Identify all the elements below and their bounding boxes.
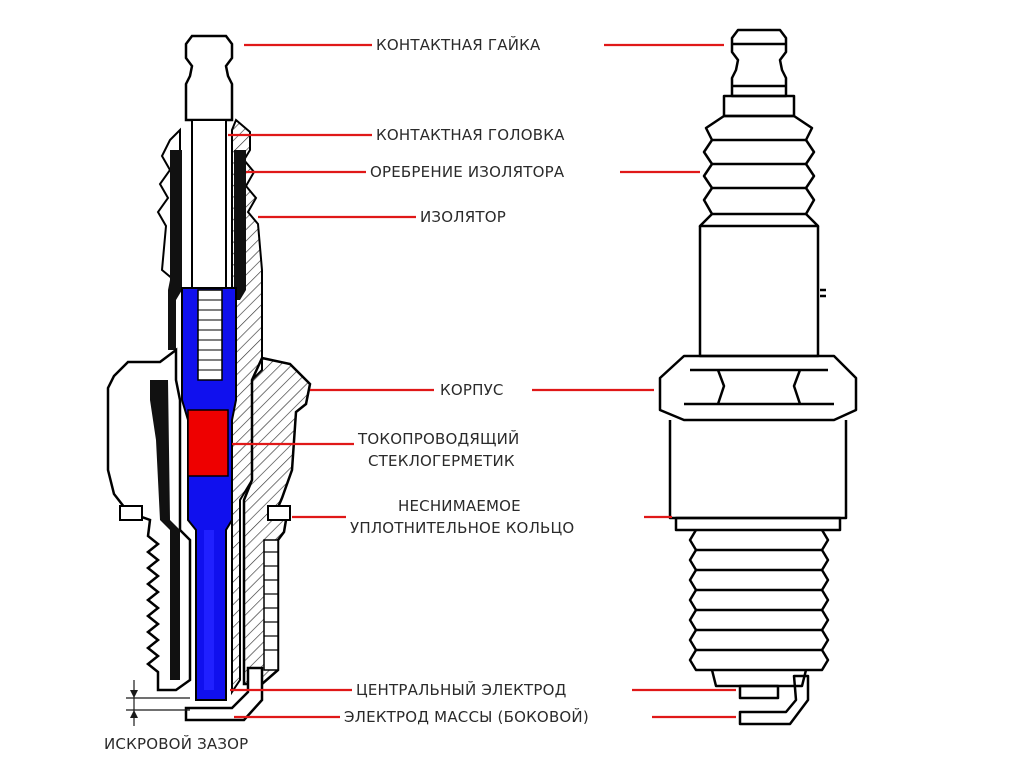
spark-gap-marker [126, 680, 190, 726]
exterior-view [658, 28, 858, 726]
shell-thread-section [263, 539, 279, 671]
label-contact-head: КОНТАКТНАЯ ГОЛОВКА [376, 126, 565, 144]
label-seal-ring-line2: УПЛОТНИТЕЛЬНОЕ КОЛЬЦО [350, 519, 575, 537]
exterior-contact-head [722, 94, 796, 118]
cross-section-view [106, 34, 312, 726]
terminal-threads [198, 299, 222, 371]
label-center-electrode: ЦЕНТРАЛЬНЫЙ ЭЛЕКТРОД [356, 681, 567, 699]
center-electrode-core [204, 530, 214, 690]
ground-electrode-section [184, 666, 264, 722]
threaded-terminal [197, 289, 223, 381]
exterior-insulator [698, 226, 820, 358]
exterior-seal-ring [674, 516, 842, 532]
exterior-center-electrode [738, 684, 780, 700]
label-insulator: ИЗОЛЯТОР [420, 208, 506, 226]
seal-ring-section-left [119, 505, 143, 521]
seal-ring-section-right [267, 505, 291, 521]
exterior-threads [688, 529, 830, 672]
contact-nut-section [184, 34, 234, 122]
label-insulator-ribs: ОРЕБРЕНИЕ ИЗОЛЯТОРА [370, 163, 565, 181]
label-glass-seal-line1: ТОКОПРОВОДЯЩИЙ [358, 430, 520, 448]
exterior-thread-tip [710, 669, 808, 688]
exterior-lower-body [668, 420, 848, 520]
label-seal-ring-line1: НЕСНИМАЕМОЕ [398, 497, 521, 515]
label-spark-gap: ИСКРОВОЙ ЗАЗОР [104, 735, 249, 753]
shell-inner-wall [150, 380, 180, 680]
exterior-hex [658, 354, 858, 422]
exterior-insulator-ribs [698, 114, 820, 228]
insulator-wall-left [168, 150, 182, 350]
label-ground-electrode: ЭЛЕКТРОД МАССЫ (БОКОВОЙ) [344, 708, 589, 726]
exterior-ground-electrode [738, 674, 810, 726]
glass-seal [187, 409, 229, 477]
label-glass-seal-line2: СТЕКЛОГЕРМЕТИК [368, 452, 515, 470]
insulator-wall-right [234, 150, 246, 300]
label-contact-nut: КОНТАКТНАЯ ГАЙКА [376, 36, 541, 54]
label-body: КОРПУС [440, 381, 504, 399]
shell-threads-right [264, 551, 278, 651]
leader-lines [228, 43, 736, 719]
contact-rod [191, 119, 227, 291]
